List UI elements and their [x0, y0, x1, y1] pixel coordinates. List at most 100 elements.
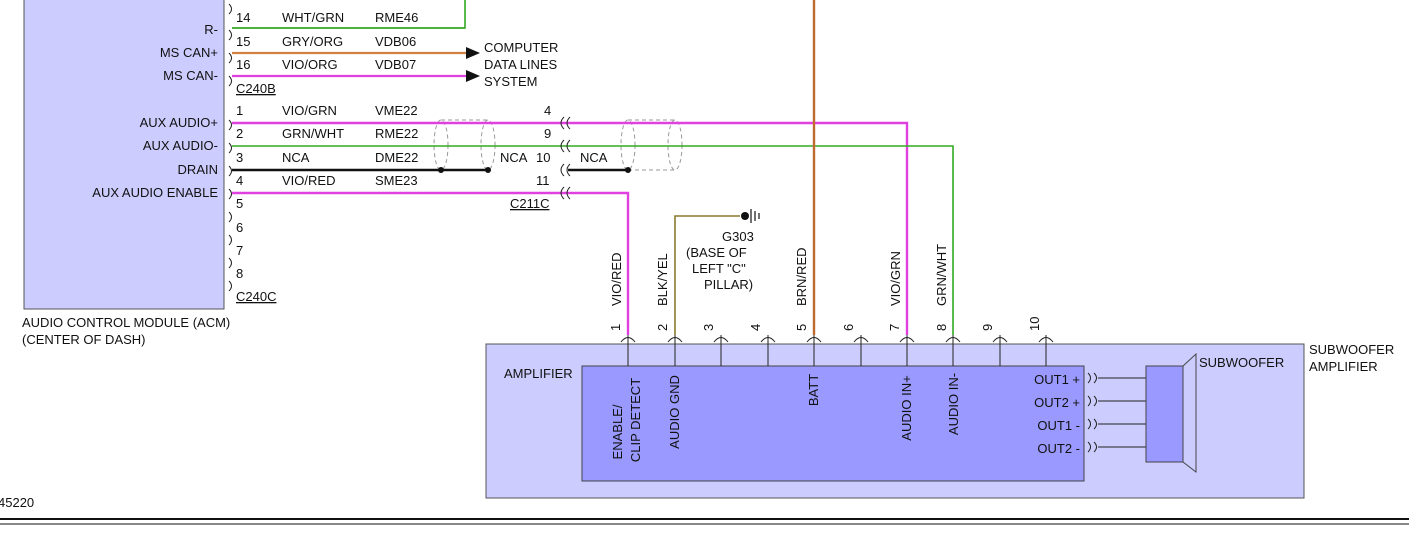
pin-4-num: 4 — [236, 173, 243, 188]
acm-name-line2: (CENTER OF DASH) — [22, 332, 146, 347]
pin-4-color: VIO/RED — [282, 173, 335, 188]
amp-pin-6: 6 — [841, 324, 856, 331]
acm-pin-label-ms-can-plus: MS CAN+ — [160, 45, 218, 60]
subwoofer-speaker-icon — [1145, 365, 1184, 463]
amp-pin-7: 7 — [887, 324, 902, 331]
c211c-nca-left: NCA — [500, 150, 528, 165]
amp-func-audio-in-neg: AUDIO IN- — [946, 373, 961, 435]
amp-wire-1-color: VIO/RED — [609, 253, 624, 306]
c211c-pin-11: 11 — [536, 173, 550, 188]
wire-audio-gnd — [674, 215, 740, 335]
shield-oval-right — [620, 119, 683, 171]
wire-aux-audio-plus — [232, 121, 909, 335]
amp-pin-8: 8 — [934, 324, 949, 331]
arrow-ms-can-minus — [466, 70, 480, 82]
drain-splice-3 — [625, 167, 631, 173]
pin-14-color: WHT/GRN — [282, 10, 344, 25]
pin-14-num: 14 — [236, 10, 250, 25]
acm-pin-label-ms-can-minus: MS CAN- — [163, 68, 218, 83]
pin-15-circuit: VDB06 — [375, 34, 416, 49]
shield-oval-left — [433, 119, 496, 171]
amp-func-batt: BATT — [806, 374, 821, 406]
acm-pin-label-r-minus: R- — [204, 22, 218, 37]
ground-id: G303 — [722, 229, 754, 244]
pin-2-num: 2 — [236, 126, 243, 141]
amp-output-wires — [1087, 372, 1146, 453]
pin-1-color: VIO/GRN — [282, 103, 337, 118]
amp-wire-5-color: BRN/RED — [794, 247, 809, 306]
amp-func-enable1: ENABLE/ — [610, 404, 625, 459]
amp-wire-7-color: VIO/GRN — [888, 251, 903, 306]
ground-loc-line2: LEFT "C" — [692, 261, 746, 276]
pin-16-color: VIO/ORG — [282, 57, 338, 72]
amp-func-audio-gnd: AUDIO GND — [667, 375, 682, 449]
amplifier-inner-label: AMPLIFIER — [504, 366, 573, 381]
ground-loc-line1: (BASE OF — [686, 245, 747, 260]
acm-name-line1: AUDIO CONTROL MODULE (ACM) — [22, 315, 230, 330]
pin-6-num: 6 — [236, 220, 243, 235]
amp-pin-1: 1 — [608, 324, 623, 331]
acm-pin-label-aux-audio-plus: AUX AUDIO+ — [140, 115, 218, 130]
amp-func-enable2: CLIP DETECT — [628, 378, 643, 462]
acm-pin-label-aux-audio-minus: AUX AUDIO- — [143, 138, 218, 153]
acm-pin-label-drain: DRAIN — [178, 162, 218, 177]
upper-module-edge — [232, 0, 466, 29]
can-dest-line1: COMPUTER — [484, 40, 558, 55]
amp-out2-plus: OUT2 + — [1034, 395, 1080, 410]
pin-4-circuit: SME23 — [375, 173, 418, 188]
c211c-nca-right: NCA — [580, 150, 608, 165]
pin-14-circuit: RME46 — [375, 10, 418, 25]
pin-7-num: 7 — [236, 243, 243, 258]
page-number: 45220 — [0, 495, 34, 510]
can-dest-line3: SYSTEM — [484, 74, 537, 89]
pin-5-num: 5 — [236, 196, 243, 211]
amp-pin-3: 3 — [701, 324, 716, 331]
wire-aux-audio-minus — [232, 145, 954, 335]
subwoofer-cone-icon — [1182, 352, 1197, 474]
amp-pin-4: 4 — [748, 324, 763, 331]
ground-g303-dot — [741, 212, 749, 220]
c211c-pin-10: 10 — [536, 150, 550, 165]
c211c-pin-9: 9 — [544, 126, 551, 141]
amp-pin-5: 5 — [794, 324, 809, 331]
drain-splice-2 — [485, 167, 491, 173]
acm-pin-label-aux-audio-enable: AUX AUDIO ENABLE — [92, 185, 218, 200]
amp-pin-2: 2 — [655, 324, 670, 331]
pin-15-num: 15 — [236, 34, 250, 49]
pin-2-color: GRN/WHT — [282, 126, 344, 141]
amp-out1-minus: OUT1 - — [1037, 418, 1080, 433]
c211c-connector-glyphs — [560, 116, 571, 200]
ground-symbol-icon — [750, 209, 760, 223]
amp-out2-minus: OUT2 - — [1037, 441, 1080, 456]
pin-8-num: 8 — [236, 266, 243, 281]
acm-module-box — [23, 0, 225, 310]
amp-wire-8-color: GRN/WHT — [934, 244, 949, 306]
amp-func-audio-in-pos: AUDIO IN+ — [899, 375, 914, 440]
amp-pin-10: 10 — [1027, 317, 1042, 331]
amp-pin-stubs — [620, 335, 1054, 366]
pin-1-num: 1 — [236, 103, 243, 118]
amp-wire-2-color: BLK/YEL — [655, 253, 670, 306]
pin-16-num: 16 — [236, 57, 250, 72]
pin-3-num: 3 — [236, 150, 243, 165]
subwoofer-amp-label-line2: AMPLIFIER — [1309, 359, 1378, 374]
amp-pin-9: 9 — [980, 324, 995, 331]
pin-16-circuit: VDB07 — [375, 57, 416, 72]
pin-3-circuit: DME22 — [375, 150, 418, 165]
ground-loc-line3: PILLAR) — [704, 277, 753, 292]
connector-c240b-label: C240B — [236, 81, 276, 96]
pin-2-circuit: RME22 — [375, 126, 418, 141]
subwoofer-amp-label-line1: SUBWOOFER — [1309, 342, 1394, 357]
drain-splice-1 — [438, 167, 444, 173]
pin-15-color: GRY/ORG — [282, 34, 343, 49]
can-dest-line2: DATA LINES — [484, 57, 558, 72]
subwoofer-label: SUBWOOFER — [1199, 355, 1284, 370]
wire-aux-audio-enable — [232, 191, 630, 335]
acm-connector-brackets — [228, 3, 232, 292]
c211c-label: C211C — [510, 196, 550, 211]
amplifier-inner-box — [581, 365, 1085, 482]
amp-out1-plus: OUT1 + — [1034, 372, 1080, 387]
pin-3-color: NCA — [282, 150, 310, 165]
arrow-ms-can-plus — [466, 47, 480, 59]
